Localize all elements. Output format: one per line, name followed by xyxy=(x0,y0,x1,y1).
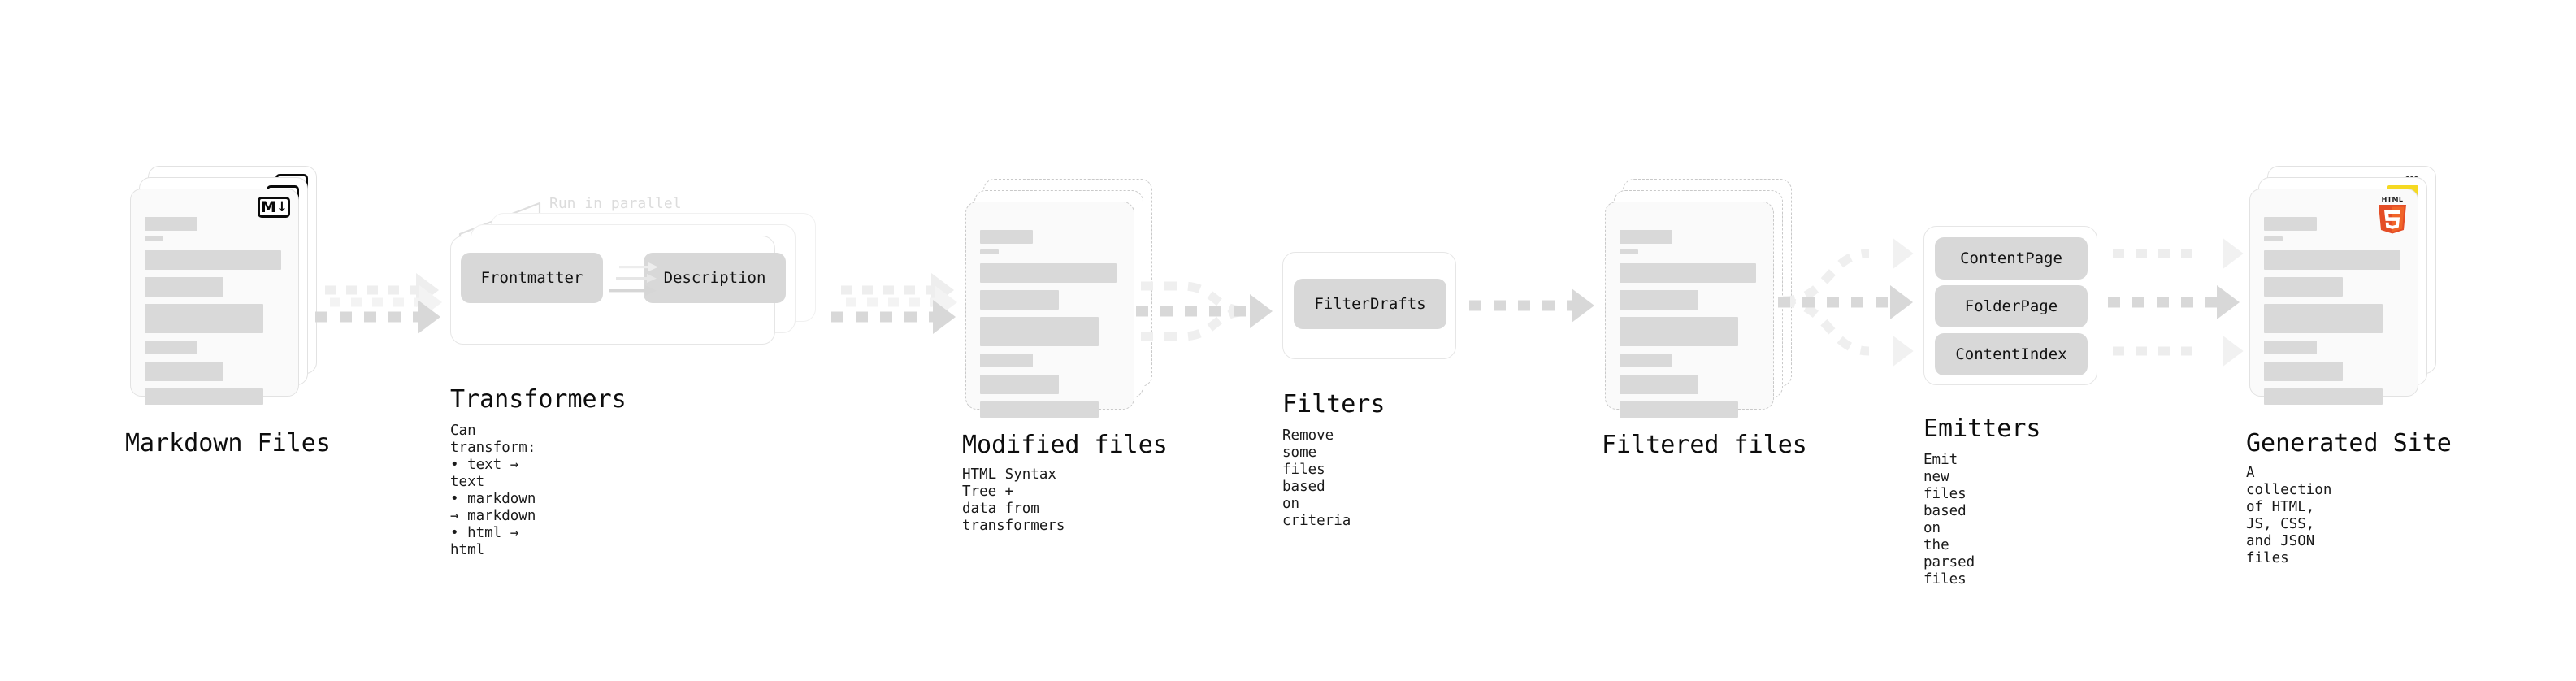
run-in-parallel-label: Run in parallel xyxy=(549,195,682,212)
emitter-group: ContentPage FolderPage ContentIndex xyxy=(1923,226,2097,385)
placeholder-bar xyxy=(145,388,263,405)
placeholder-bar xyxy=(1620,290,1698,310)
svg-text:HTML: HTML xyxy=(2382,196,2404,203)
markdown-badge-icon: M↓ xyxy=(258,197,290,218)
filter-group: FilterDrafts xyxy=(1282,252,1456,359)
connector-transformers-to-modified xyxy=(831,273,957,334)
stage-title: Filtered files xyxy=(1602,431,1807,459)
connector-filtered-to-emitters xyxy=(1778,238,1914,367)
connector-markdown-to-transformers xyxy=(315,273,442,334)
filtered-file-stack xyxy=(1605,179,1792,418)
stage-title: Emitters xyxy=(1923,414,2041,443)
placeholder-lines xyxy=(980,230,1118,423)
placeholder-bar xyxy=(145,340,197,354)
stage-description: Emit new files based on the parsed files xyxy=(1923,452,1975,588)
filter-group-box: FilterDrafts xyxy=(1282,252,1456,359)
emitter-pill-folderpage[interactable]: FolderPage xyxy=(1935,285,2088,327)
generated-file-stack: CSS HTML xyxy=(2249,166,2436,405)
stage-title: Modified files xyxy=(962,431,1168,459)
markdown-badge-arrow: ↓ xyxy=(275,198,288,215)
placeholder-bar xyxy=(2264,362,2343,381)
markdown-file-stack: M↓ M↓ M↓ xyxy=(130,166,317,405)
connector-emitters-to-generated xyxy=(2108,238,2244,367)
placeholder-bar xyxy=(145,304,263,333)
emitter-pill-contentindex[interactable]: ContentIndex xyxy=(1935,333,2088,375)
placeholder-bar xyxy=(980,375,1059,394)
file-card-front: M↓ xyxy=(130,189,299,405)
placeholder-bar xyxy=(980,354,1033,367)
html5-badge-icon: HTML xyxy=(2374,194,2411,235)
placeholder-bar xyxy=(2264,236,2283,241)
transformer-pill-description[interactable]: Description xyxy=(644,253,786,303)
file-card-front xyxy=(1605,202,1774,418)
placeholder-bar xyxy=(1620,230,1672,244)
file-card-front xyxy=(965,202,1134,418)
placeholder-bar xyxy=(1620,401,1738,418)
placeholder-bar xyxy=(1620,263,1756,283)
stage-description: Remove some files based on criteria xyxy=(1282,427,1351,529)
emitter-group-box: ContentPage FolderPage ContentIndex xyxy=(1923,226,2097,385)
stage-description: Can transform: • text → text • markdown … xyxy=(450,423,536,558)
placeholder-bar xyxy=(145,277,223,297)
placeholder-bar xyxy=(2264,250,2400,270)
modified-file-stack xyxy=(965,179,1152,418)
html5-shield-svg: HTML xyxy=(2379,196,2406,234)
placeholder-lines xyxy=(1620,230,1758,423)
placeholder-bar xyxy=(145,217,197,231)
placeholder-bar xyxy=(980,290,1059,310)
transformer-pill-frontmatter[interactable]: Frontmatter xyxy=(461,253,603,303)
markdown-badge-letter: M xyxy=(260,197,276,216)
transformer-group-front: Frontmatter Description xyxy=(450,236,786,345)
placeholder-bar xyxy=(1620,249,1638,254)
filter-pill-filterdrafts[interactable]: FilterDrafts xyxy=(1294,279,1446,329)
connector-modified-to-filters xyxy=(1136,281,1273,341)
placeholder-bar xyxy=(980,401,1099,418)
placeholder-bar xyxy=(1620,317,1738,346)
placeholder-bar xyxy=(2264,388,2383,405)
placeholder-bar xyxy=(980,249,999,254)
placeholder-bar xyxy=(2264,217,2317,231)
placeholder-lines xyxy=(145,217,283,410)
emitter-pill-contentpage[interactable]: ContentPage xyxy=(1935,237,2088,280)
placeholder-bar xyxy=(1620,375,1698,394)
connector-filters-to-filtered xyxy=(1469,288,1594,323)
stage-description: HTML Syntax Tree + data from transformer… xyxy=(962,466,1065,534)
placeholder-bar xyxy=(2264,340,2317,354)
placeholder-bar xyxy=(145,236,163,241)
placeholder-bar xyxy=(145,250,281,270)
stage-title: Generated Site xyxy=(2246,429,2452,458)
placeholder-bar xyxy=(2264,277,2343,297)
stage-title: Markdown Files xyxy=(125,429,331,458)
placeholder-bar xyxy=(145,362,223,381)
placeholder-bar xyxy=(980,317,1099,346)
stage-title: Transformers xyxy=(450,385,627,414)
transformer-group-stack: Frontmatter Description xyxy=(450,193,832,356)
placeholder-lines xyxy=(2264,217,2402,410)
placeholder-bar xyxy=(980,263,1117,283)
file-card-front: HTML xyxy=(2249,189,2418,405)
placeholder-bar xyxy=(1620,354,1672,367)
placeholder-bar xyxy=(980,230,1033,244)
stage-title: Filters xyxy=(1282,390,1386,419)
stage-description: A collection of HTML, JS, CSS, and JSON … xyxy=(2246,465,2332,566)
placeholder-bar xyxy=(2264,304,2383,333)
